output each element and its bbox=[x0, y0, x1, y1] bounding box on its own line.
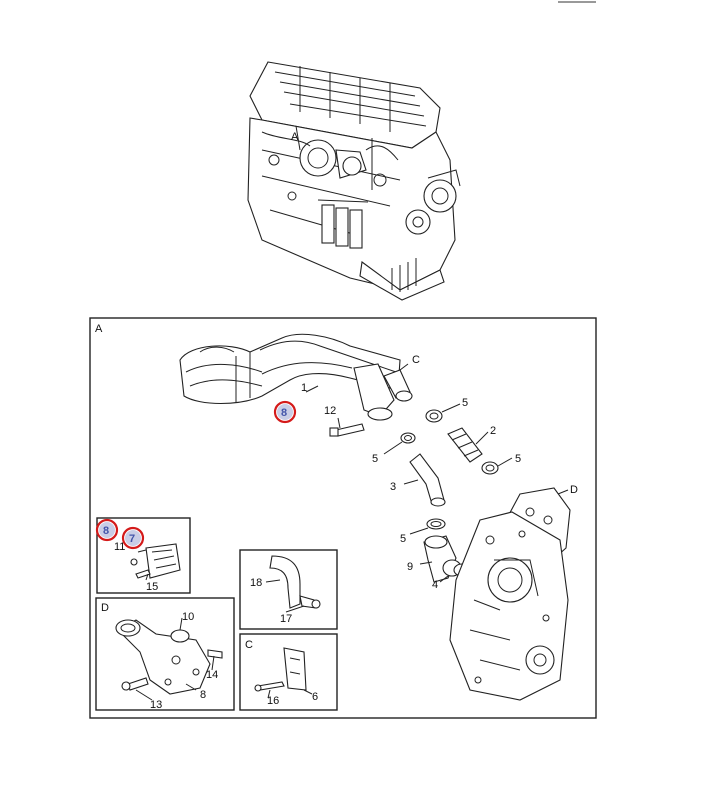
callout-5-b: 5 bbox=[372, 453, 378, 465]
highlight-marker-7: 7 bbox=[121, 526, 145, 550]
inset-D-label: D bbox=[101, 602, 109, 614]
callout-5-d: 5 bbox=[400, 533, 406, 545]
bracket-18 bbox=[269, 555, 321, 609]
callout-5-c: 5 bbox=[515, 453, 521, 465]
inset-callout-18: 18 bbox=[250, 577, 262, 589]
inset-C-label: C bbox=[245, 639, 253, 651]
inset-C-callout-6: 6 bbox=[312, 691, 318, 703]
coolant-pipe-assembly bbox=[179, 333, 413, 421]
inset-callout-17: 17 bbox=[280, 613, 292, 625]
callout-3: 3 bbox=[390, 481, 396, 493]
inset-callout-11: 11 bbox=[114, 541, 125, 553]
highlight-marker-8-inset: 8 bbox=[95, 518, 119, 542]
callout-12: 12 bbox=[324, 405, 336, 417]
inset-D-callout-13: 13 bbox=[150, 699, 162, 711]
callout-C: C bbox=[412, 354, 420, 366]
inset-D-callout-10: 10 bbox=[182, 611, 194, 623]
callout-4: 4 bbox=[432, 579, 438, 591]
inset-callout-15: 15 bbox=[146, 581, 158, 593]
inset-C bbox=[239, 633, 338, 711]
marker-8-label: 8 bbox=[281, 407, 287, 419]
engine-callout-A: A bbox=[291, 131, 299, 143]
bracket-7 bbox=[130, 543, 181, 579]
seal-rings bbox=[400, 409, 499, 530]
hose-2 bbox=[447, 427, 483, 463]
inset-marker-8-label: 8 bbox=[103, 525, 109, 537]
engine-illustration bbox=[247, 61, 461, 301]
main-leader-lines bbox=[305, 363, 569, 583]
inset-marker-7-label: 7 bbox=[129, 533, 135, 545]
engine-front-block bbox=[449, 511, 569, 701]
callout-2: 2 bbox=[490, 425, 496, 437]
callout-9: 9 bbox=[407, 561, 413, 573]
housing-8 bbox=[115, 619, 223, 695]
highlight-marker-8: 8 bbox=[273, 400, 297, 424]
callout-1: 1 bbox=[301, 382, 307, 394]
bolt-12 bbox=[329, 423, 365, 437]
inset-D-callout-8: 8 bbox=[200, 689, 206, 701]
inset-D-callout-14: 14 bbox=[206, 669, 218, 681]
callout-5-a: 5 bbox=[462, 397, 468, 409]
bracket-6 bbox=[254, 647, 307, 692]
callout-D: D bbox=[570, 484, 578, 496]
frame-label-A: A bbox=[95, 323, 103, 335]
inset-C-callout-16: 16 bbox=[267, 695, 279, 707]
tube-3 bbox=[409, 453, 446, 507]
